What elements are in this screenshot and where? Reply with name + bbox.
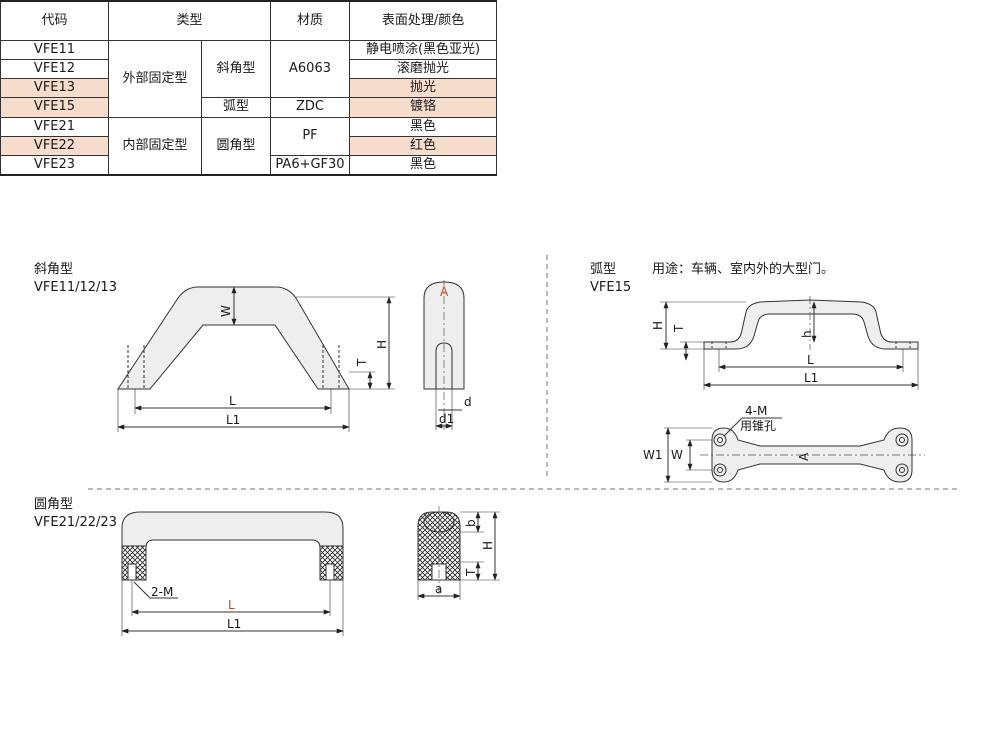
table-row: VFE13 抛光 <box>0 78 498 99</box>
slant-title: 斜角型 <box>34 262 73 277</box>
hole-leader <box>723 417 782 437</box>
dim-a-label: a <box>435 582 442 596</box>
slant-handle-section: 斜角型 VFE11/12/13 W H T L L1 A d d1 <box>34 262 472 432</box>
cell-finish: 红色 <box>349 135 498 156</box>
cell-mount: 外部固定型 <box>108 40 202 118</box>
dim-d-label: d <box>464 395 472 409</box>
dim-w-label: W <box>671 448 683 462</box>
section-a-label: A <box>440 285 449 299</box>
dim-w-label: W <box>219 305 233 317</box>
hole <box>717 437 723 443</box>
spec-table: 代码 类型 材质 表面处理/颜色 VFE11 外部固定型 斜角型 A6063 静… <box>0 0 498 176</box>
dim-d1-label: d1 <box>439 412 454 426</box>
dim-t-label: T <box>355 358 369 367</box>
round-models: VFE21/22/23 <box>34 515 117 530</box>
header-type: 类型 <box>107 0 272 41</box>
cell-code: VFE15 <box>0 97 109 118</box>
dim-h-label: H <box>651 321 665 330</box>
thread-leader <box>133 581 178 599</box>
hole <box>895 463 909 477</box>
table-header-row: 代码 类型 材质 表面处理/颜色 <box>0 0 498 41</box>
dim-h-small-label: h <box>800 330 814 338</box>
dim-l1-label: L1 <box>227 617 241 631</box>
cell-code: VFE22 <box>0 135 109 156</box>
hole <box>713 463 727 477</box>
cell-finish: 黑色 <box>349 154 498 176</box>
hole <box>717 467 723 473</box>
arc-title: 弧型 <box>590 262 616 277</box>
slant-side-bore <box>435 342 453 389</box>
table-row: VFE22 红色 <box>0 135 498 156</box>
round-handle-section: 圆角型 VFE21/22/23 2-M L L1 b H T a <box>34 497 500 636</box>
cell-material: ZDC <box>270 97 351 118</box>
cell-finish: 滚磨抛光 <box>349 59 498 80</box>
header-finish: 表面处理/颜色 <box>349 0 498 41</box>
section-a-label: A <box>797 452 811 461</box>
cell-mount: 内部固定型 <box>108 116 202 176</box>
slant-models: VFE11/12/13 <box>34 280 117 295</box>
header-code: 代码 <box>0 0 109 41</box>
table-row: VFE12 滚磨抛光 <box>0 59 498 80</box>
mount-holes <box>713 433 909 477</box>
cell-code: VFE23 <box>0 154 109 176</box>
cell-material: PF <box>270 116 351 156</box>
round-title: 圆角型 <box>34 497 73 512</box>
cell-material: PA6+GF30 <box>270 154 351 176</box>
round-handle-front <box>121 511 344 581</box>
dim-l-label: L <box>228 598 235 612</box>
arc-models: VFE15 <box>590 280 631 295</box>
dim-l1-label: L1 <box>804 371 818 385</box>
table-row: VFE15 弧型 ZDC 镀铬 <box>0 97 498 118</box>
hole <box>895 433 909 447</box>
arc-handle-section: 弧型 VFE15 用途：车辆、室内外的大型门。 H T h L L1 <box>590 261 925 483</box>
cell-material: A6063 <box>270 39 351 99</box>
dim-w1-label: W1 <box>643 448 663 462</box>
cell-finish: 镀铬 <box>349 97 498 118</box>
cell-finish: 抛光 <box>349 78 498 99</box>
cell-shape: 弧型 <box>200 97 272 118</box>
hole-label: 4-M <box>745 404 767 418</box>
dim-t-label: T <box>672 324 686 333</box>
cell-shape: 圆角型 <box>200 116 272 176</box>
slant-handle-front <box>117 286 350 390</box>
hole-note: 用锥孔 <box>740 419 776 433</box>
hole <box>899 467 905 473</box>
table-row: VFE11 外部固定型 斜角型 A6063 静电喷涂(黑色亚光) <box>0 39 498 118</box>
table-row: VFE21 内部固定型 圆角型 PF 黑色 <box>0 116 498 176</box>
dim-b-label: b <box>464 519 478 527</box>
slant-thread-hidden <box>127 345 340 389</box>
dim-l-label: L <box>229 394 236 408</box>
cell-shape: 斜角型 <box>200 39 272 99</box>
thread-insert-right <box>325 563 335 581</box>
thread-insert-left <box>127 563 137 581</box>
hole <box>713 433 727 447</box>
dim-t-label: T <box>464 568 478 577</box>
thread-label: 2-M <box>151 585 173 599</box>
dim-h-label: H <box>375 340 389 349</box>
dim-l1-label: L1 <box>226 413 240 427</box>
arc-handle-front <box>703 299 919 350</box>
arc-usage: 用途：车辆、室内外的大型门。 <box>652 261 834 277</box>
table-row: VFE23 PA6+GF30 黑色 <box>0 154 498 176</box>
dim-l-label: L <box>807 353 814 367</box>
hole <box>899 437 905 443</box>
dim-h-label: H <box>481 541 495 550</box>
